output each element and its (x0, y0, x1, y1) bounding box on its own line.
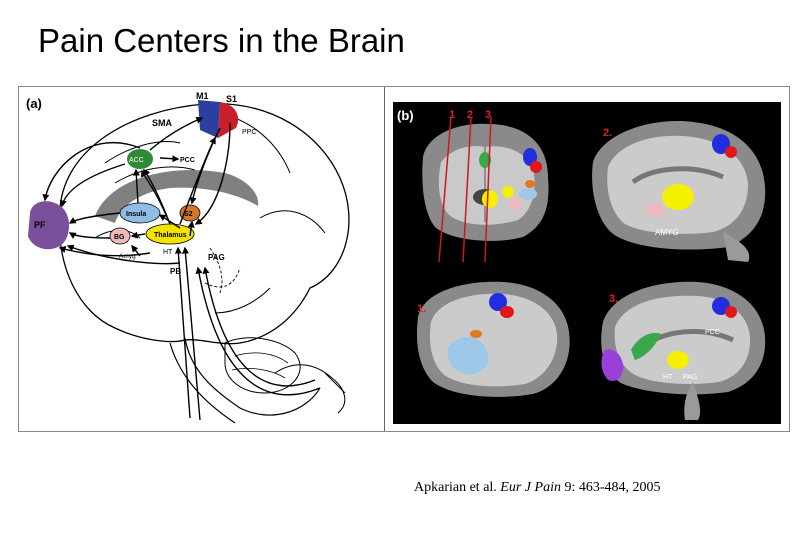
sagittal-view-1 (416, 281, 570, 397)
label-bg: BG (114, 234, 125, 241)
label-ppc: PPC (242, 129, 256, 136)
s1-region (218, 102, 239, 138)
figure: (a) M1 S1 SMA PPC ACC PCC PF Insula S (18, 86, 790, 432)
corpus-band (95, 169, 259, 223)
sag3-yellow (667, 351, 689, 369)
sag1-red (500, 306, 514, 318)
label-s2: S2 (184, 211, 193, 218)
sagittal-view-3 (601, 281, 766, 420)
citation-authors: Apkarian et al. (414, 480, 501, 495)
region-label-pag: PAG (683, 374, 697, 381)
connection-arrows (42, 116, 321, 421)
slice-lines (438, 116, 492, 263)
brain-outline (58, 103, 350, 345)
slice-label-3: 3 (485, 109, 491, 121)
sag3-red (725, 306, 737, 318)
region-label-amyg: AMYG (655, 228, 679, 237)
sagittal-view-2 (592, 121, 766, 262)
cerebellum-folia (231, 352, 289, 379)
panel-b-mri: (b) 1 2 3 (393, 102, 781, 424)
brain-sulci (94, 117, 326, 314)
region-label-ht: HT (663, 374, 673, 381)
label-s1: S1 (226, 94, 237, 104)
view-label-3: 3. (609, 293, 618, 305)
coronal-green (479, 152, 491, 168)
panel-a-diagram: (a) M1 S1 SMA PPC ACC PCC PF Insula S (26, 91, 350, 424)
label-m1: M1 (196, 91, 209, 101)
view-label-2: 2. (603, 127, 612, 139)
nerve-branch (324, 372, 346, 394)
label-pf: PF (34, 220, 46, 230)
label-acc: ACC (129, 157, 144, 164)
view-label-1: 1. (417, 303, 426, 315)
region-label-pcc: PCC (705, 329, 720, 336)
citation-journal: Eur J Pain (500, 480, 561, 495)
coronal-pink (509, 198, 521, 210)
label-ht: HT (163, 249, 173, 256)
sag2-red (725, 146, 737, 158)
bg-node (109, 227, 131, 245)
label-thalamus: Thalamus (154, 232, 187, 239)
spinal-nerve (274, 364, 346, 414)
acc-node (127, 149, 153, 169)
coronal-blue (523, 148, 537, 166)
coronal-slice (422, 123, 549, 241)
slice-label-1: 1 (449, 109, 455, 121)
cerebellum-outline (224, 337, 301, 394)
citation: Apkarian et al. Eur J Pain 9: 463-484, 2… (414, 480, 661, 496)
label-pb: PB (170, 267, 181, 276)
coronal-lightblue (519, 188, 537, 200)
citation-details: 9: 463-484, 2005 (560, 480, 661, 495)
slide-title: Pain Centers in the Brain (38, 22, 405, 59)
coronal-red (530, 161, 542, 173)
sag1-blue (489, 293, 507, 311)
panel-b-label: (b) (397, 108, 414, 123)
sag2-blue (712, 134, 730, 154)
sag1-lightblue (447, 336, 489, 375)
label-insula: Insula (126, 211, 146, 218)
slice-label-2: 2 (467, 109, 473, 121)
brainstem-outline (184, 337, 321, 416)
label-amyg: Amyg (119, 253, 136, 260)
pf-region (28, 201, 69, 250)
panel-a-label: (a) (26, 96, 42, 111)
coronal-yellow-2 (502, 186, 514, 198)
sag2-pink (646, 203, 664, 217)
sag1-orange (470, 330, 482, 338)
panel-divider (384, 87, 385, 431)
label-pcc: PCC (180, 157, 195, 164)
m1-region (198, 100, 220, 138)
sag3-green (631, 332, 661, 360)
spinal-cord-outline (169, 342, 236, 424)
coronal-yellow (482, 190, 498, 208)
sag3-purple (601, 349, 624, 381)
label-pag: PAG (208, 253, 225, 262)
dashed-pathway (204, 247, 241, 294)
label-sma: SMA (152, 118, 173, 128)
coronal-orange (525, 180, 535, 188)
sag2-yellow (662, 184, 694, 210)
